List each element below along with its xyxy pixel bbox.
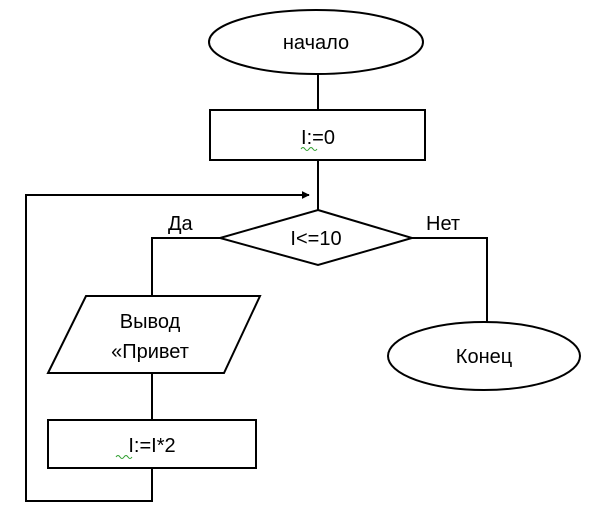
init-spellcheck-underline [300, 147, 318, 151]
init-process-box [209, 109, 426, 161]
start-label: начало [283, 32, 349, 54]
output-label-line2: «Привет [111, 341, 189, 363]
update-spellcheck-underline [115, 455, 133, 459]
loop-back-line [25, 191, 310, 502]
end-terminator [387, 321, 581, 391]
condition-decision [216, 208, 416, 267]
output-label-line1: Вывод [120, 311, 181, 333]
condition-label: I<=10 [290, 228, 341, 250]
no-branch-label: Нет [426, 213, 460, 235]
output-io-block [46, 295, 262, 374]
connector-yes-branch [151, 237, 220, 296]
yes-branch-label: Да [168, 213, 194, 235]
update-label: I:=I*2 [128, 435, 175, 457]
connector-no-branch [412, 237, 488, 322]
update-process-box [47, 419, 257, 469]
start-terminator [208, 9, 424, 75]
init-label: I:=0 [301, 127, 335, 149]
end-label: Конец [456, 346, 512, 368]
